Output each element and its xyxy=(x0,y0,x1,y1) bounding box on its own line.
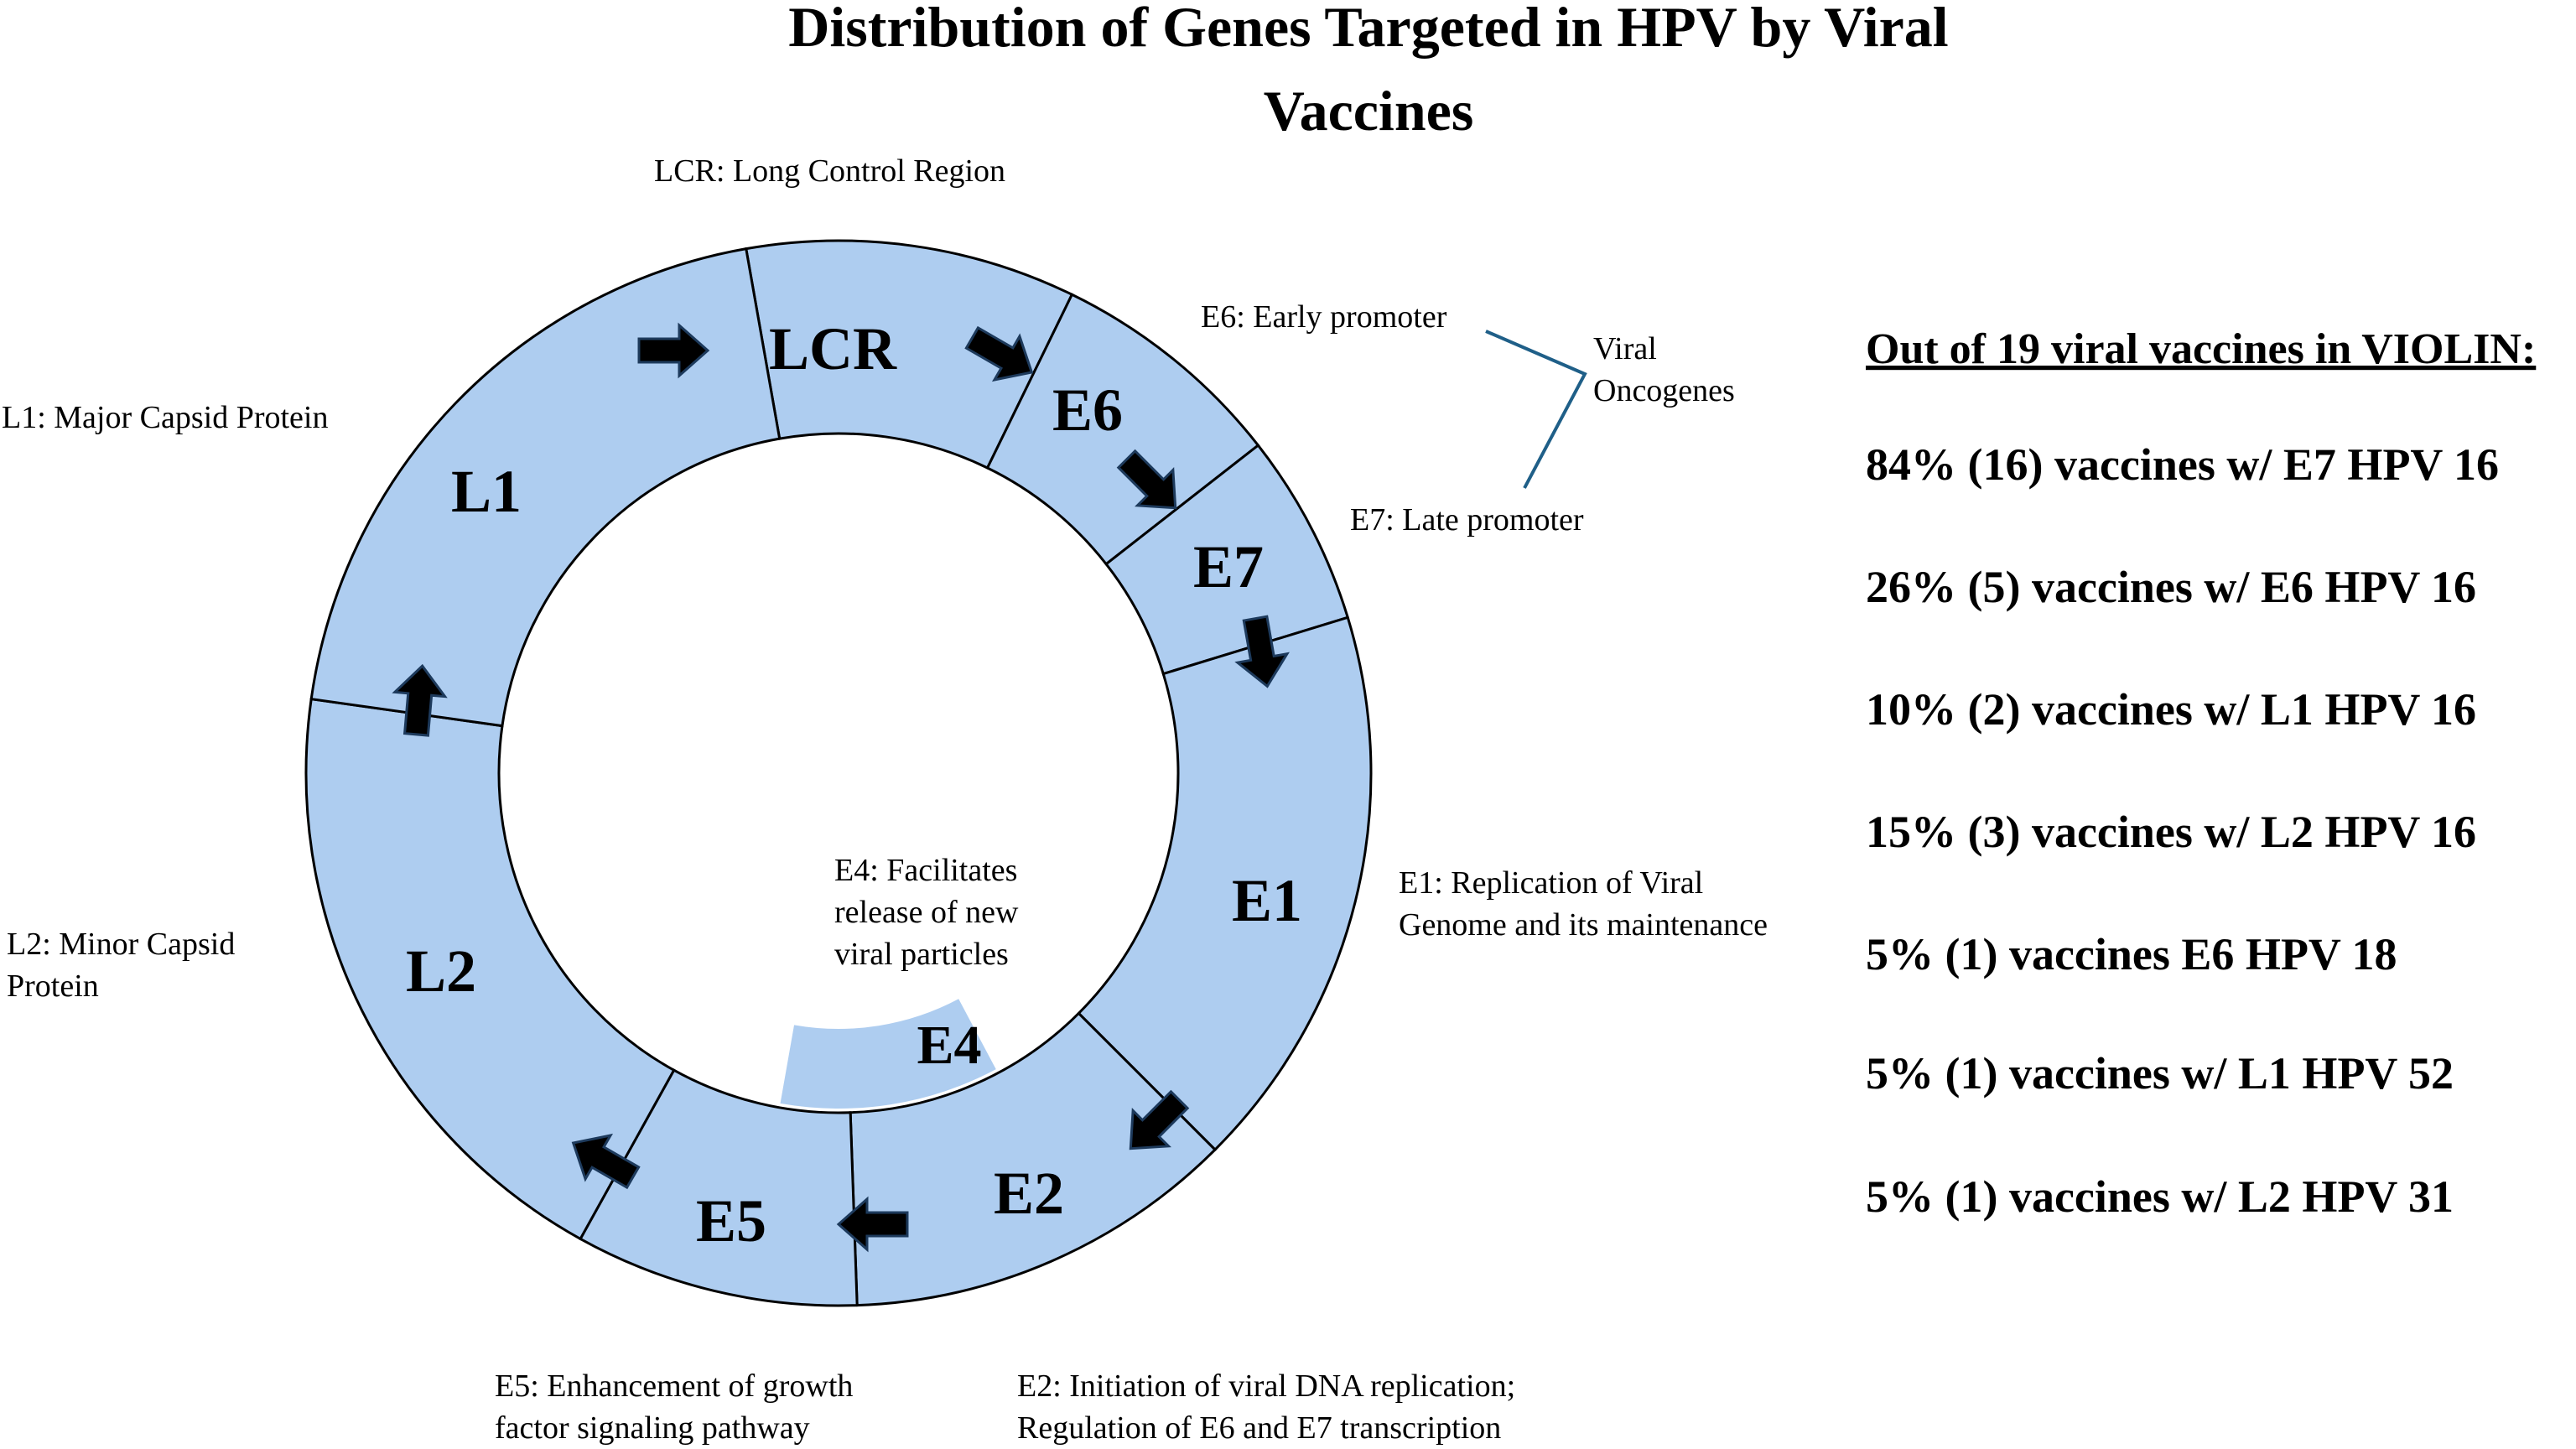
description-e7: E7: Late promoter xyxy=(1350,502,1584,538)
description-e1-line2: Genome and its maintenance xyxy=(1399,907,1768,943)
arrow-icon xyxy=(836,1196,909,1253)
arrow-icon xyxy=(964,325,1034,382)
description-e4-line3: viral particles xyxy=(834,937,1009,972)
stat-item: 84% (16) vaccines w/ E7 HPV 16 xyxy=(1866,439,2499,490)
segment-label-e1: E1 xyxy=(1232,867,1302,934)
arrow-icon xyxy=(1234,615,1290,688)
segment-label-l2: L2 xyxy=(406,937,476,1005)
segment-e1 xyxy=(1077,615,1373,1152)
segment-label-e7: E7 xyxy=(1193,533,1264,600)
description-l1: L1: Major Capsid Protein xyxy=(2,400,328,435)
oncogenes-bracket xyxy=(1485,330,1587,489)
description-lcr: LCR: Long Control Region xyxy=(654,153,1005,189)
segment-label-l1: L1 xyxy=(451,458,522,525)
description-e2-line2: Regulation of E6 and E7 transcription xyxy=(1017,1410,1501,1446)
segment-label-e4: E4 xyxy=(917,1015,981,1076)
oncogenes-label-line2: Oncogenes xyxy=(1593,373,1735,408)
stats-heading: Out of 19 viral vaccines in VIOLIN: xyxy=(1866,325,2536,373)
description-e2-line1: E2: Initiation of viral DNA replication; xyxy=(1017,1368,1515,1404)
segment-label-e5: E5 xyxy=(696,1187,766,1254)
description-e4-line1: E4: Facilitates xyxy=(834,853,1017,888)
arrow-icon xyxy=(571,1133,641,1190)
segment-label-e6: E6 xyxy=(1052,377,1123,444)
segment-l1 xyxy=(309,247,782,728)
diagram-title-line2: Vaccines xyxy=(1264,79,1474,143)
arrow-icon xyxy=(1116,449,1177,510)
transcription-arrows xyxy=(392,322,1290,1253)
description-l2-line1: L2: Minor Capsid xyxy=(7,927,235,962)
description-e4-line2: release of new xyxy=(834,895,1019,930)
stat-item: 5% (1) vaccines w/ L2 HPV 31 xyxy=(1866,1171,2454,1222)
vaccine-stats-panel: Out of 19 viral vaccines in VIOLIN: 84% … xyxy=(1866,325,2536,1222)
description-e5-line1: E5: Enhancement of growth xyxy=(495,1368,853,1404)
arrow-icon xyxy=(637,322,710,379)
diagram-title-line1: Distribution of Genes Targeted in HPV by… xyxy=(788,0,1948,59)
arrow-icon xyxy=(1129,1089,1190,1150)
oncogenes-label-line1: Viral xyxy=(1593,331,1657,366)
segment-l2 xyxy=(304,697,676,1241)
segment-label-e2: E2 xyxy=(994,1160,1064,1227)
genome-ring xyxy=(304,239,1373,1307)
description-l2-line2: Protein xyxy=(7,969,99,1004)
segment-label-lcr: LCR xyxy=(769,315,897,382)
description-e5-line2: factor signaling pathway xyxy=(495,1410,810,1446)
stat-item: 5% (1) vaccines E6 HPV 18 xyxy=(1866,929,2397,979)
arrow-icon xyxy=(392,663,448,737)
stat-item: 26% (5) vaccines w/ E6 HPV 16 xyxy=(1866,562,2476,612)
stat-item: 15% (3) vaccines w/ L2 HPV 16 xyxy=(1866,807,2476,857)
description-e6: E6: Early promoter xyxy=(1201,299,1447,335)
stat-item: 10% (2) vaccines w/ L1 HPV 16 xyxy=(1866,684,2476,735)
description-e1-line1: E1: Replication of Viral xyxy=(1399,865,1703,901)
segment-e4 xyxy=(780,999,996,1109)
stat-item: 5% (1) vaccines w/ L1 HPV 52 xyxy=(1866,1048,2454,1098)
